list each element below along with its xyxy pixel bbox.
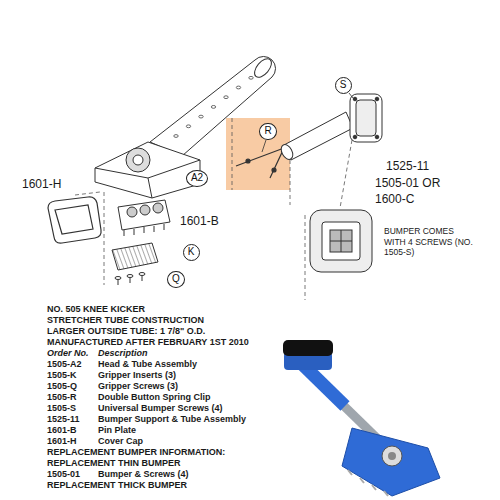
callout-letter: K — [183, 244, 200, 261]
callout-text: R — [264, 126, 271, 136]
callout-letter: A2 — [186, 170, 208, 187]
spec-heading: REPLACEMENT THIN BUMPER — [47, 459, 181, 469]
pin-plate — [118, 200, 170, 236]
order-number: 1505-R — [47, 393, 77, 403]
order-number: 1601-B — [47, 426, 77, 436]
part-description: Bumper & Screws (4) — [98, 470, 189, 480]
spec-heading: STRETCHER TUBE CONSTRUCTION — [47, 316, 204, 326]
callout-text: K — [188, 247, 195, 257]
gripper-screws — [115, 273, 145, 286]
bumper — [310, 210, 372, 272]
spec-heading: MANUFACTURED AFTER FEBRUARY 1ST 2010 — [47, 338, 249, 348]
part-description: Gripper Inserts (3) — [98, 371, 176, 381]
callout-letter: R — [259, 123, 276, 140]
part-number: 1601-B — [180, 215, 219, 228]
gripper-insert — [112, 243, 158, 270]
order-number: 1505-01 — [47, 470, 80, 480]
part-description: Pin Plate — [98, 426, 136, 436]
highlight-box — [226, 118, 290, 190]
tube-hole — [211, 106, 215, 109]
part-number: 1601-H — [22, 178, 61, 191]
spec-heading: REPLACEMENT THICK BUMPER — [47, 481, 187, 491]
bumper-support-tube — [279, 93, 382, 161]
part-number: 1600-C — [375, 193, 414, 206]
tube-hole — [186, 125, 190, 128]
bumper-note: BUMPER COMES WITH 4 SCREWS (NO. 1505-S) — [384, 226, 476, 258]
column-header: Description — [98, 349, 148, 359]
part-description: Double Button Spring Clip — [98, 393, 210, 403]
tube-hole — [236, 86, 240, 89]
part-description: Cover Cap — [98, 437, 143, 447]
tube-hole — [174, 135, 178, 138]
head-tube-assembly — [95, 56, 276, 198]
cover-cap — [48, 197, 101, 243]
callout-letter: S — [335, 77, 352, 94]
part-description: Bumper Support & Tube Assembly — [98, 415, 246, 425]
tube-hole — [224, 96, 228, 99]
part-number: 1525-11 — [386, 160, 429, 173]
callout-text: A2 — [191, 173, 203, 183]
part-description: Head & Tube Assembly — [98, 360, 197, 370]
order-number: 1505-A2 — [47, 360, 82, 370]
part-number: 1505-01 OR — [375, 177, 440, 190]
order-number: 1525-11 — [47, 415, 80, 425]
part-description: Universal Bumper Screws (4) — [98, 404, 223, 414]
spec-heading: NO. 505 KNEE KICKER — [47, 305, 145, 315]
callout-text: Q — [172, 274, 180, 284]
tube-holes — [174, 76, 253, 137]
callout-letter: Q — [167, 271, 185, 288]
column-header: Order No. — [47, 349, 89, 359]
tube-hole — [249, 76, 253, 79]
part-description: Gripper Screws (3) — [98, 382, 178, 392]
order-number: 1505-Q — [47, 382, 77, 392]
tube-hole — [199, 115, 203, 118]
callout-text: S — [340, 80, 347, 90]
spring-clip — [236, 140, 284, 178]
order-number: 1601-H — [47, 437, 77, 447]
spec-heading: REPLACEMENT BUMPER INFORMATION: — [47, 448, 225, 458]
spec-heading: LARGER OUTSIDE TUBE: 1 7/8" O.D. — [47, 327, 205, 337]
order-number: 1505-S — [47, 404, 76, 414]
knee-kicker-photo — [283, 340, 440, 496]
order-number: 1505-K — [47, 371, 77, 381]
